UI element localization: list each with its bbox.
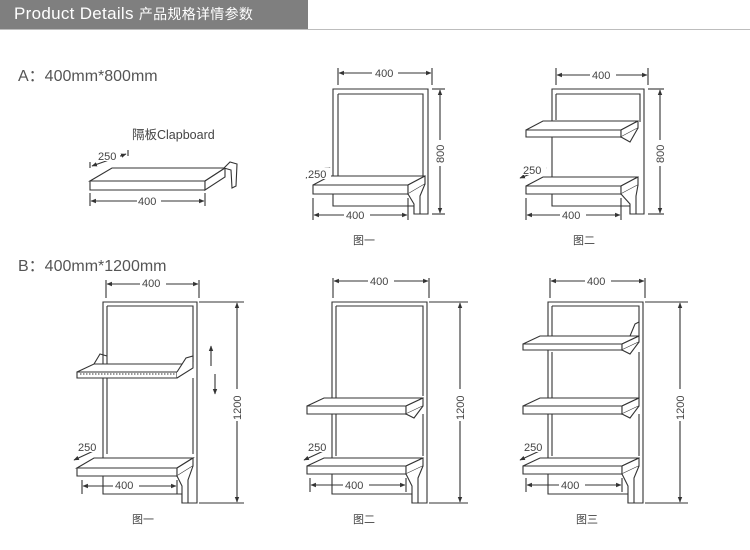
b1-height: 1200 xyxy=(232,396,244,420)
b2-caption: 图二 xyxy=(353,513,375,526)
b1-base-width: 400 xyxy=(115,480,133,492)
a2-caption: 图二 xyxy=(573,234,595,247)
figure-b1: 400 1200 250 400 图一 xyxy=(73,277,244,526)
b2-shelf-depth: 250 xyxy=(308,442,326,454)
clapboard-label: 隔板Clapboard xyxy=(132,128,215,142)
b1-caption: 图一 xyxy=(132,513,154,526)
clapboard-depth: 250 xyxy=(98,151,116,163)
a2-base-width: 400 xyxy=(562,210,580,222)
b3-top-width: 400 xyxy=(587,276,605,288)
b3-height: 1200 xyxy=(675,396,687,420)
section-a-label: A：400mm*800mm xyxy=(18,68,158,85)
figure-a1: 400 800 250 400 图一 xyxy=(305,66,447,247)
a1-base-width: 400 xyxy=(346,210,364,222)
a2-shelf-depth: 250 xyxy=(523,165,541,177)
a1-top-width: 400 xyxy=(375,68,393,80)
page-title: Product Details 产品规格详情参数 xyxy=(14,4,253,24)
title-cn: 产品规格详情参数 xyxy=(138,6,254,22)
b3-caption: 图三 xyxy=(576,513,598,526)
a1-height: 800 xyxy=(435,145,447,163)
b3-base-width: 400 xyxy=(561,480,579,492)
b3-shelf-depth: 250 xyxy=(524,442,542,454)
header-divider xyxy=(0,29,750,30)
b2-height: 1200 xyxy=(455,396,467,420)
b2-top-width: 400 xyxy=(370,276,388,288)
b1-shelf-depth: 250 xyxy=(78,442,96,454)
a1-caption: 图一 xyxy=(353,234,375,247)
title-en: Product Details xyxy=(14,4,134,23)
b2-base-width: 400 xyxy=(345,480,363,492)
clapboard-drawing: 隔板Clapboard 250 400 xyxy=(87,128,238,208)
a2-top-width: 400 xyxy=(592,70,610,82)
figure-b3: 400 1200 250 400 图三 xyxy=(519,274,688,526)
header-bar: Product Details 产品规格详情参数 xyxy=(0,0,750,30)
clapboard-width: 400 xyxy=(138,196,156,208)
header-tab: Product Details 产品规格详情参数 xyxy=(0,0,308,29)
b1-top-width: 400 xyxy=(142,278,160,290)
figure-b2: 400 1200 250 400 图二 xyxy=(303,274,468,526)
figure-a2: 400 800 250 400 图二 xyxy=(519,68,667,247)
a1-shelf-depth: 250 xyxy=(308,169,326,181)
section-b-label: B：400mm*1200mm xyxy=(18,258,167,275)
a2-height: 800 xyxy=(655,145,667,163)
